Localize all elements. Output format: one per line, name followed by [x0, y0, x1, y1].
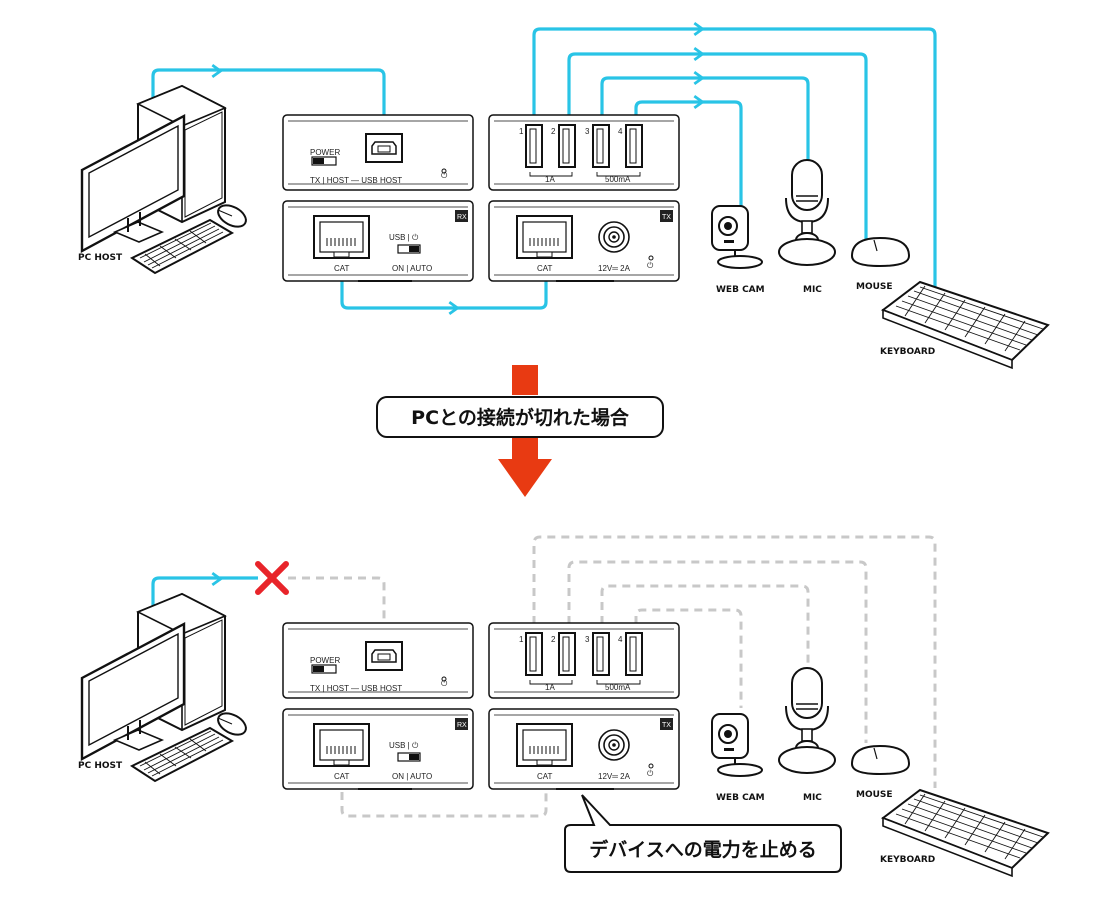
label-web-cam-bottom: WEB CAM — [716, 793, 765, 803]
label-500ma-bottom: 500mA — [605, 683, 631, 692]
label-mic: MIC — [803, 285, 822, 295]
inactive-cables — [288, 535, 937, 818]
label-500ma: 500mA — [605, 175, 631, 184]
label-power-icon: ⏻ — [441, 171, 448, 180]
top-scene: PC HOST WEB CAM MIC MOUSE KEYBOARD POWER… — [78, 22, 1049, 369]
label-1a: 1A — [545, 175, 555, 184]
label-cat-tx: CAT — [537, 264, 553, 273]
label-rx-bottom: RX — [457, 722, 467, 729]
label-cat-rx: CAT — [334, 264, 350, 273]
label-cat-rx-bottom: CAT — [334, 772, 350, 781]
bottom-scene: PC HOST WEB CAM MIC MOUSE KEYBOARD POWER… — [78, 535, 1049, 877]
label-power-bottom: POWER — [310, 656, 340, 665]
webcam-icon — [711, 205, 763, 269]
label-port4: 4 — [618, 127, 623, 136]
label-port2-bottom: 2 — [551, 635, 556, 644]
label-usb-toggle-bottom: USB | ⏻ — [389, 741, 419, 750]
label-mouse-bottom: MOUSE — [856, 790, 893, 800]
label-keyboard: KEYBOARD — [880, 347, 935, 357]
label-power-icon-bottom: ⏻ — [441, 679, 448, 688]
label-port3: 3 — [585, 127, 590, 136]
label-port1-bottom: 1 — [519, 635, 524, 644]
label-pc-host-bottom: PC HOST — [78, 761, 123, 771]
label-1a-bottom: 1A — [545, 683, 555, 692]
label-usb-toggle: USB | ⏻ — [389, 233, 419, 242]
label-tx-bottom: TX — [662, 722, 671, 729]
label-keyboard-bottom: KEYBOARD — [880, 855, 935, 865]
label-web-cam: WEB CAM — [716, 285, 765, 295]
tx-unit-bottom — [488, 622, 680, 790]
callout-disconnect-text: PCとの接続が切れた場合 — [411, 406, 630, 429]
rx-unit-bottom — [282, 622, 474, 790]
label-tx-host-bottom: TX | HOST — USB HOST — [310, 684, 402, 693]
label-power-icon-tx: ⏻ — [647, 261, 654, 270]
pc-host-icon-bottom — [80, 592, 251, 783]
label-tx-host: TX | HOST — USB HOST — [310, 176, 402, 185]
label-mouse: MOUSE — [856, 282, 893, 292]
label-tx: TX — [662, 214, 671, 221]
remaining-cable — [151, 576, 258, 608]
label-12v: 12V═ 2A — [598, 264, 631, 273]
label-port4-bottom: 4 — [618, 635, 623, 644]
label-on-auto-bottom: ON | AUTO — [392, 772, 432, 781]
label-port1: 1 — [519, 127, 524, 136]
webcam-icon-bottom — [711, 713, 763, 777]
label-port2: 2 — [551, 127, 556, 136]
pc-host-icon — [80, 84, 251, 275]
rx-unit — [282, 114, 474, 282]
label-pc-host: PC HOST — [78, 253, 123, 263]
callout-stop-power: デバイスへの電力を止める — [564, 794, 842, 873]
mouse-icon — [851, 237, 910, 267]
x-mark-icon — [255, 561, 289, 595]
tx-unit — [488, 114, 680, 282]
down-arrow-icon — [498, 365, 552, 497]
active-cables — [151, 27, 937, 310]
label-power: POWER — [310, 148, 340, 157]
callout-stop-power-text: デバイスへの電力を止める — [589, 838, 816, 861]
mic-icon-bottom — [778, 667, 836, 774]
label-mic-bottom: MIC — [803, 793, 822, 803]
mouse-icon-bottom — [851, 745, 910, 775]
label-port3-bottom: 3 — [585, 635, 590, 644]
label-rx: RX — [457, 214, 467, 221]
label-power-icon-tx-bottom: ⏻ — [647, 769, 654, 778]
label-cat-tx-bottom: CAT — [537, 772, 553, 781]
label-on-auto: ON | AUTO — [392, 264, 432, 273]
callout-disconnect: PCとの接続が切れた場合 — [376, 396, 664, 438]
mic-icon — [778, 159, 836, 266]
label-12v-bottom: 12V═ 2A — [598, 772, 631, 781]
